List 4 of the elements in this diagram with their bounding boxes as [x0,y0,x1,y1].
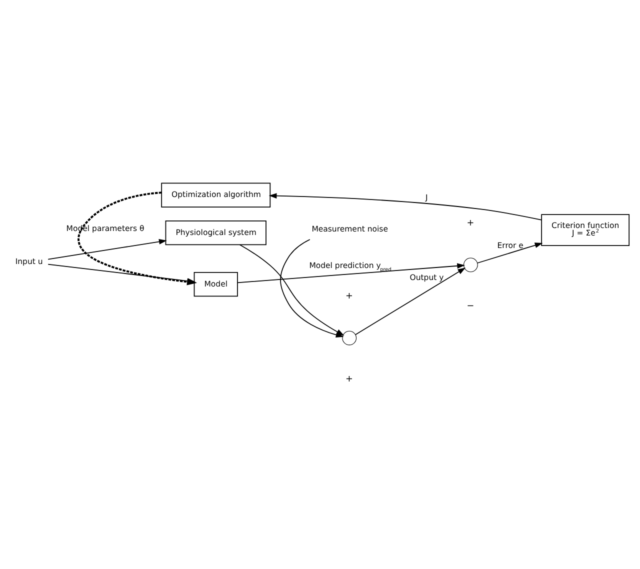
label: + [345,374,353,384]
label: + [345,291,353,302]
label: + [466,218,474,228]
label: − [466,301,474,312]
